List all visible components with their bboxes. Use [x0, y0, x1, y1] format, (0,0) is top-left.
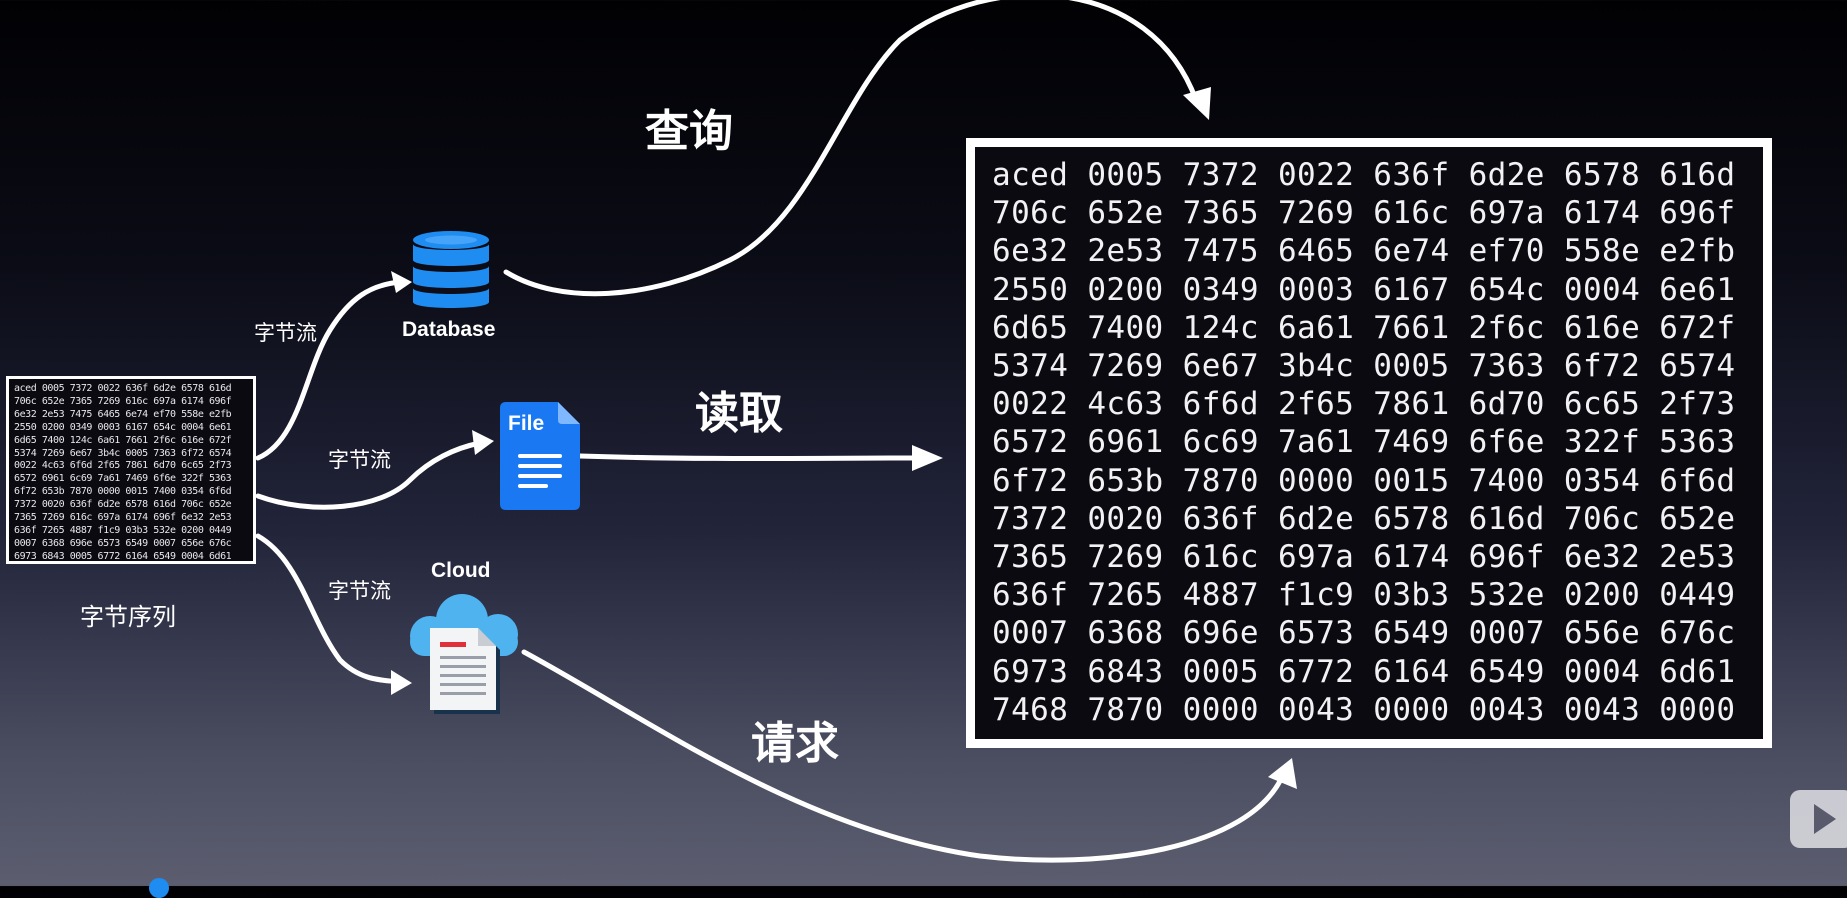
result-row: 7365 7269 616c 697a 6174 696f 6e32 2e53: [992, 539, 1736, 576]
source-row: 6f72 653b 7870 0000 0015 7400 0354 6f6d: [14, 486, 232, 498]
arrowhead-file: [472, 430, 494, 455]
edge-to-file: [255, 440, 483, 510]
file-icon: [500, 402, 580, 510]
result-row: 6f72 653b 7870 0000 0015 7400 0354 6f6d: [992, 462, 1736, 499]
source-row: aced 0005 7372 0022 636f 6d2e 6578 616d: [14, 383, 232, 394]
result-row: 7468 7870 0000 0043 0000 0043 0043 0000: [992, 691, 1736, 728]
arrowhead-database: [391, 271, 412, 293]
arrowhead-cloud: [391, 670, 412, 695]
result-row: 5374 7269 6e67 3b4c 0005 7363 6f72 6574: [992, 348, 1736, 385]
result-row: 6973 6843 0005 6772 6164 6549 0004 6d61: [992, 653, 1736, 690]
cloud-label: Cloud: [431, 559, 491, 582]
edge-label-cloud: 字节流: [328, 579, 391, 603]
source-row: 0022 4c63 6f6d 2f65 7861 6d70 6c65 2f73: [14, 460, 232, 472]
edge-to-database: [255, 279, 403, 461]
database-icon: [413, 231, 489, 308]
source-row: 5374 7269 6e67 3b4c 0005 7363 6f72 6574: [14, 447, 232, 459]
action-read-label: 读取: [695, 388, 783, 439]
action-request-label: 请求: [751, 718, 839, 769]
database-label: Database: [402, 318, 496, 341]
edge-query: [503, 0, 1199, 297]
result-row: 6e32 2e53 7475 6465 6e74 ef70 558e e2fb: [992, 233, 1736, 270]
result-row: 2550 0200 0349 0003 6167 654c 0004 6e61: [992, 271, 1736, 308]
edge-to-cloud: [255, 533, 403, 685]
source-row: 6e32 2e53 7475 6465 6e74 ef70 558e e2fb: [14, 408, 232, 420]
source-row: 6572 6961 6c69 7a61 7469 6f6e 322f 5363: [14, 473, 232, 485]
arrowhead-query: [1183, 87, 1211, 120]
edge-read: [577, 453, 923, 461]
cloud-document-icon: [410, 594, 518, 714]
result-row: 706c 652e 7365 7269 616c 697a 6174 696f: [992, 195, 1736, 232]
edge-label-file: 字节流: [328, 448, 391, 472]
source-row: 7372 0020 636f 6d2e 6578 616d 706c 652e: [14, 499, 232, 511]
source-row: 636f 7265 4887 f1c9 03b3 532e 0200 0449: [14, 524, 232, 536]
action-query-label: 查询: [645, 106, 733, 157]
arrowhead-request: [1268, 758, 1297, 789]
bilibili-tv-icon: [1790, 790, 1847, 848]
source-row: 0007 6368 696e 6573 6549 0007 656e 676c: [14, 537, 232, 549]
source-caption: 字节序列: [80, 603, 176, 631]
result-row: 6572 6961 6c69 7a61 7469 6f6e 322f 5363: [992, 424, 1736, 461]
source-row: 7365 7269 616c 697a 6174 696f 6e32 2e53: [14, 512, 232, 524]
result-row: aced 0005 7372 0022 636f 6d2e 6578 616d: [992, 157, 1736, 193]
arrowhead-read: [912, 445, 943, 471]
source-row: 2550 0200 0349 0003 6167 654c 0004 6e61: [14, 421, 232, 433]
blue-dot: [149, 878, 169, 898]
source-row: 6d65 7400 124c 6a61 7661 2f6c 616e 672f: [14, 434, 232, 446]
file-label: File: [508, 412, 545, 435]
result-row: 0022 4c63 6f6d 2f65 7861 6d70 6c65 2f73: [992, 386, 1736, 423]
edge-request: [521, 649, 1286, 863]
source-row: 6973 6843 0005 6772 6164 6549 0004 6d61: [14, 550, 232, 561]
edge-label-database: 字节流: [254, 321, 317, 345]
result-row: 6d65 7400 124c 6a61 7661 2f6c 616e 672f: [992, 309, 1736, 346]
source-row: 706c 652e 7365 7269 616c 697a 6174 696f: [14, 395, 232, 407]
result-row: 0007 6368 696e 6573 6549 0007 656e 676c: [992, 615, 1736, 652]
result-row: 7372 0020 636f 6d2e 6578 616d 706c 652e: [992, 500, 1736, 537]
result-row: 636f 7265 4887 f1c9 03b3 532e 0200 0449: [992, 577, 1736, 614]
